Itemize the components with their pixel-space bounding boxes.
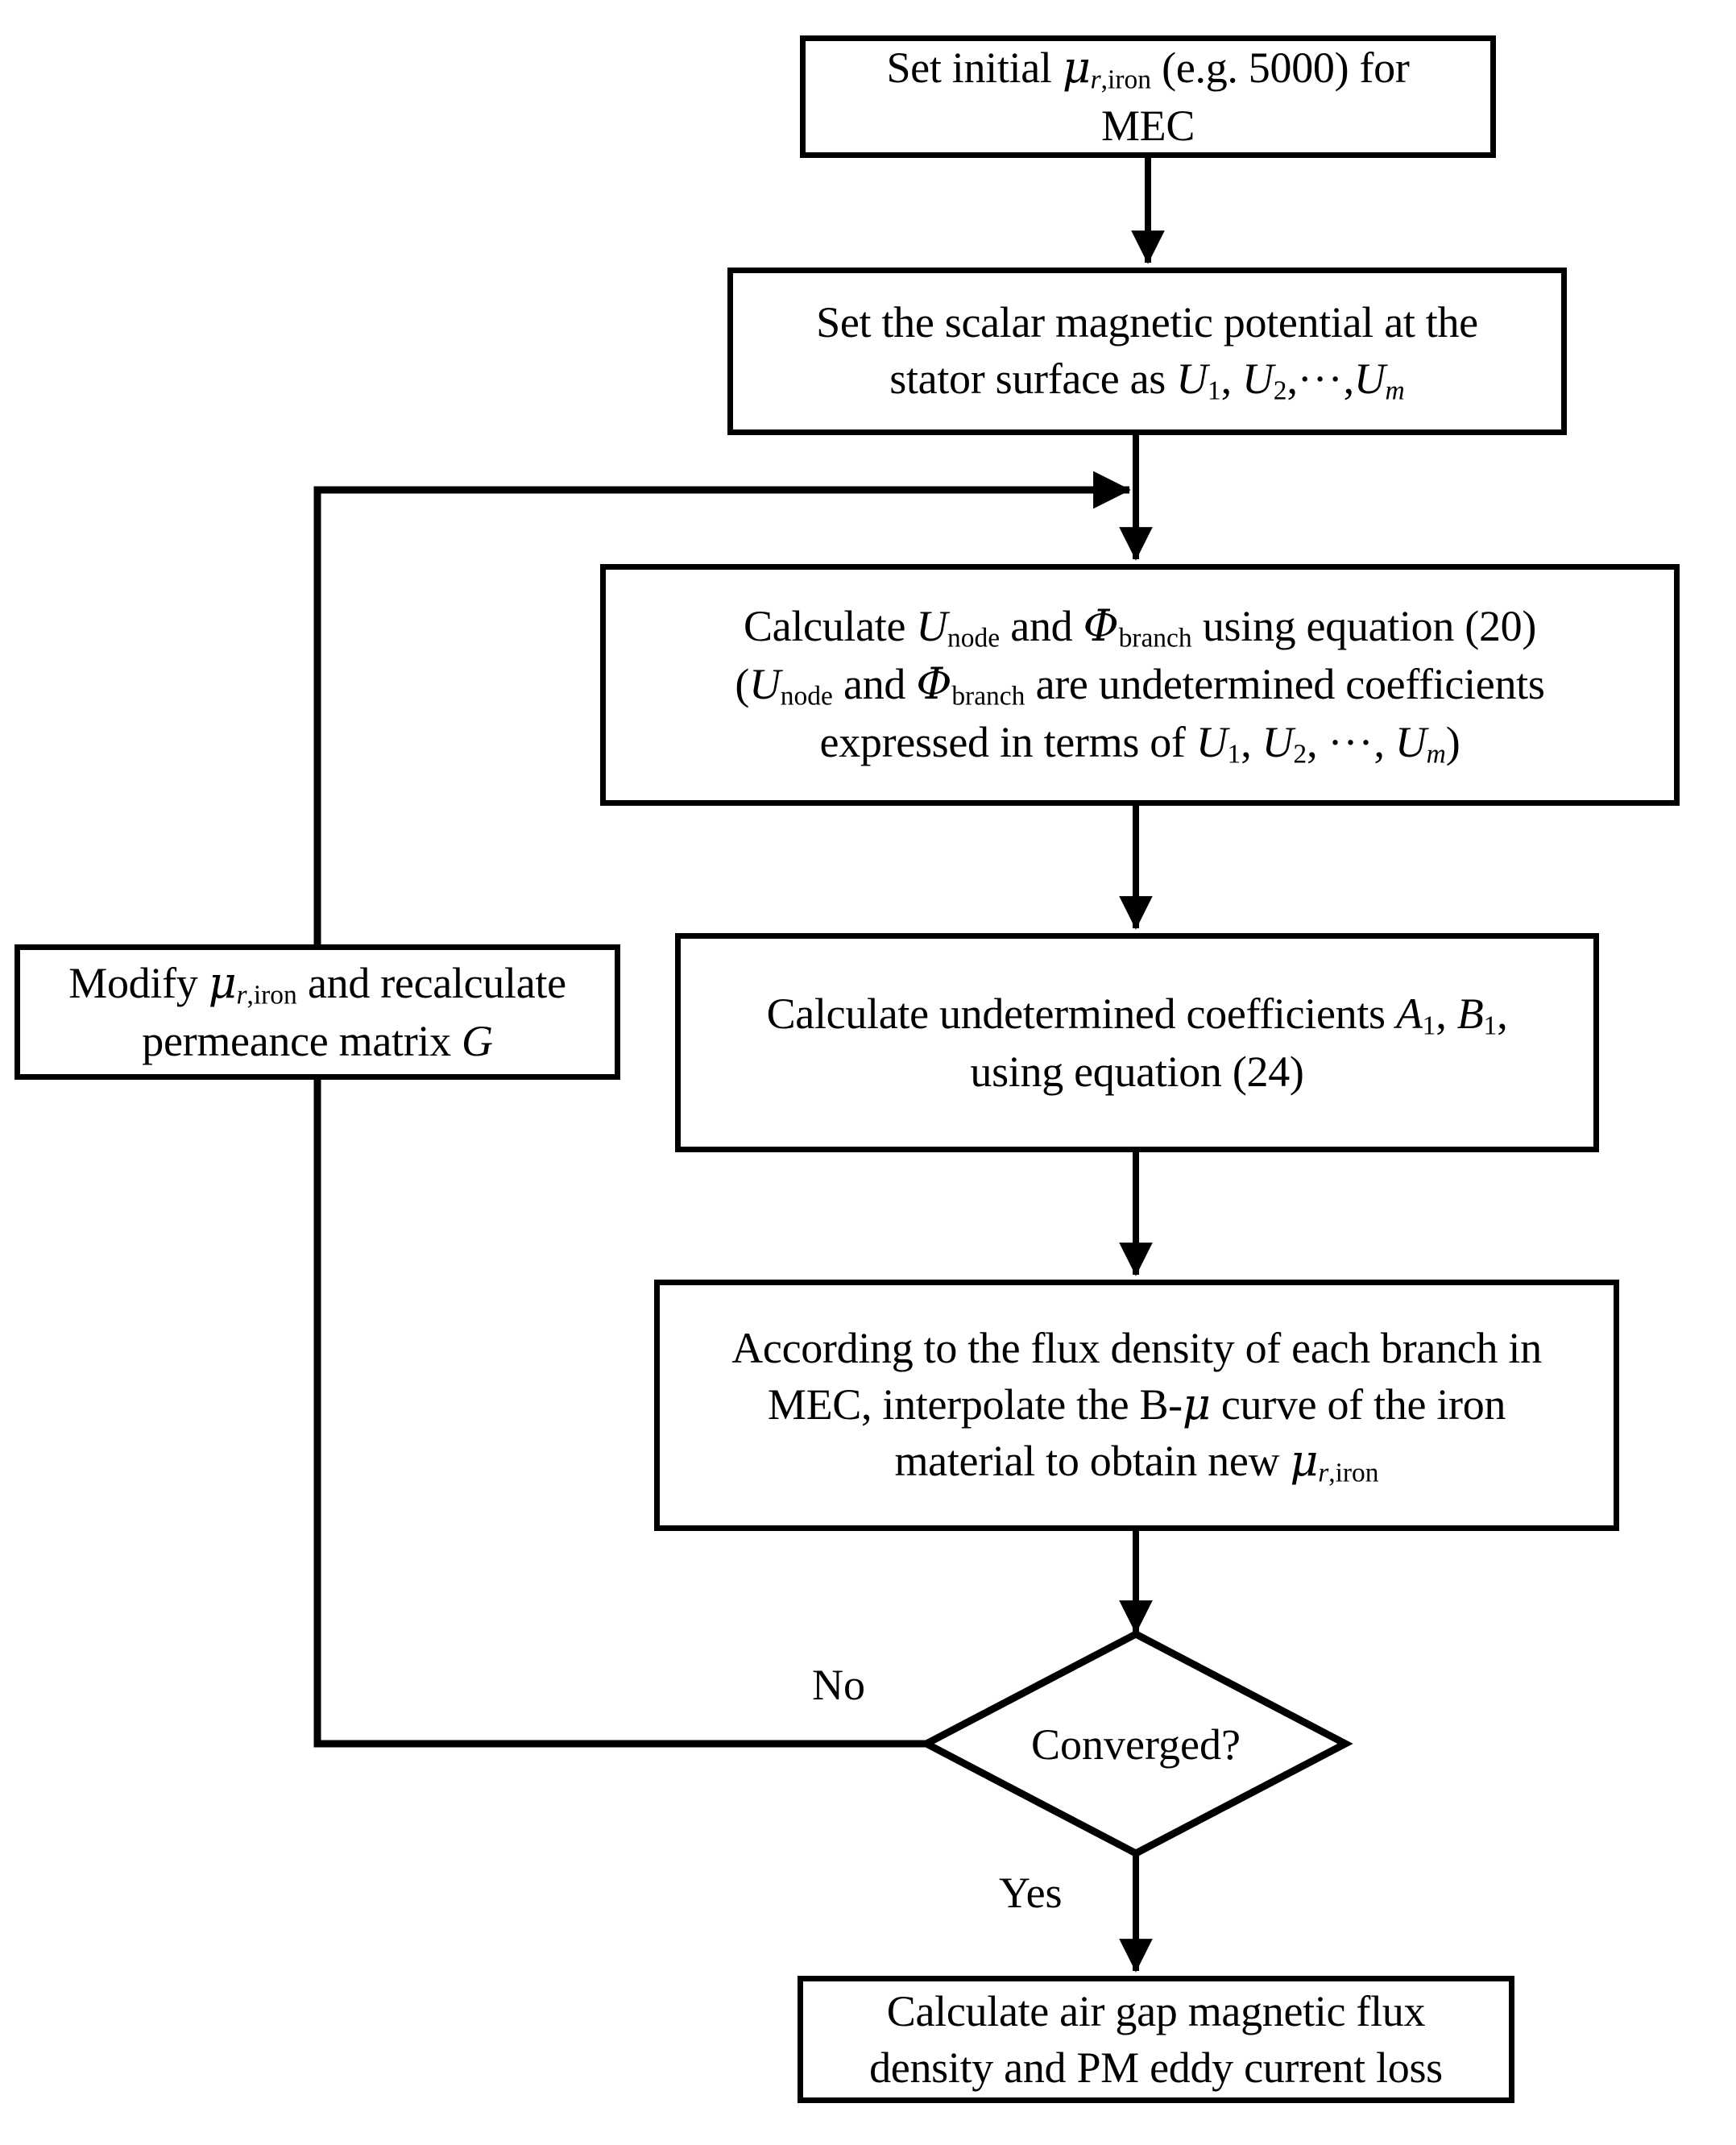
node-calculate-unode-phibranch: Calculate Unode and Φbranch using equati…: [600, 564, 1680, 806]
node-label: Set initial μr,iron (e.g. 5000) for MEC: [886, 41, 1410, 150]
node-label: Modify μr,iron and recalculate permeance…: [68, 956, 566, 1065]
node-interpolate-bmu-curve: According to the flux density of each br…: [654, 1280, 1619, 1531]
no-label: No: [812, 1661, 865, 1709]
node-calculate-coefficients: Calculate undetermined coefficients A1, …: [675, 933, 1599, 1152]
edge-label-no: No: [812, 1663, 865, 1707]
node-label: According to the flux density of each br…: [731, 1323, 1542, 1488]
node-modify-permeability: Modify μr,iron and recalculate permeance…: [15, 944, 620, 1080]
edge-label-yes: Yes: [999, 1871, 1063, 1915]
node-label: Calculate undetermined coefficients A1, …: [766, 989, 1508, 1096]
node-label: Calculate Unode and Φbranch using equati…: [735, 600, 1545, 770]
node-label: Converged?: [1031, 1720, 1241, 1769]
node-calculate-airgap-flux: Calculate air gap magnetic flux density …: [798, 1976, 1514, 2103]
node-label: Calculate air gap magnetic flux density …: [869, 1986, 1443, 2092]
node-set-scalar-potential: Set the scalar magnetic potential at the…: [727, 268, 1567, 435]
node-set-initial-permeability: Set initial μr,iron (e.g. 5000) for MEC: [800, 35, 1496, 158]
node-label: Set the scalar magnetic potential at the…: [816, 297, 1478, 406]
node-converged-decision-label: Converged?: [975, 1716, 1297, 1773]
yes-label: Yes: [999, 1869, 1063, 1917]
